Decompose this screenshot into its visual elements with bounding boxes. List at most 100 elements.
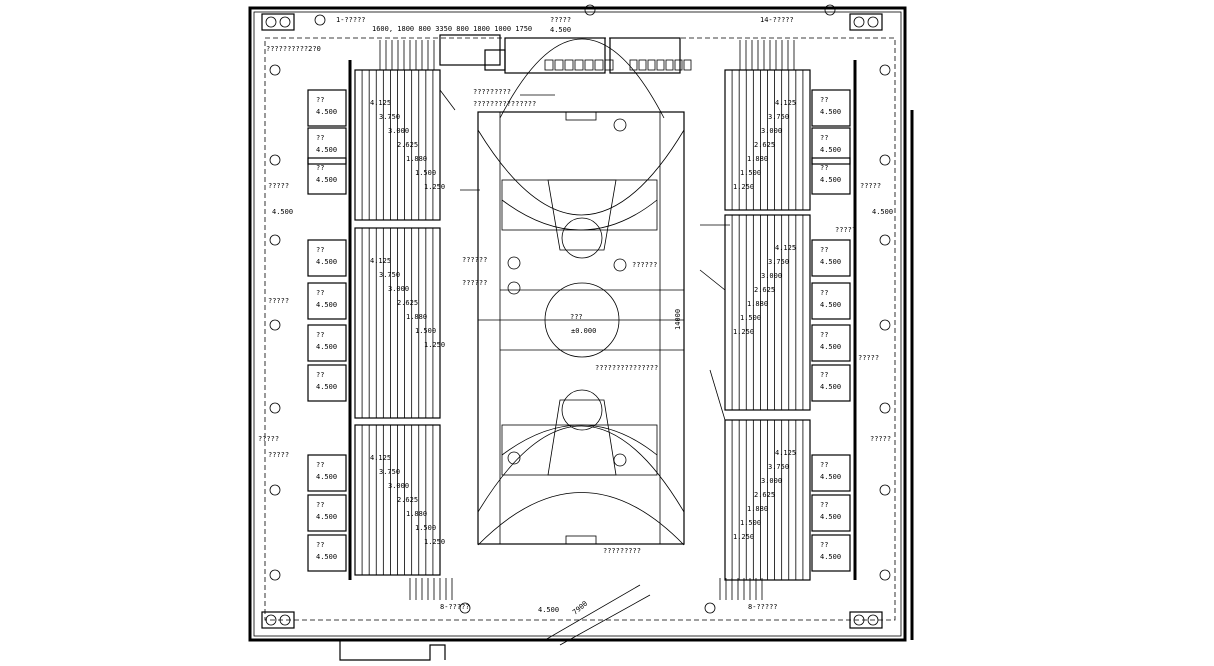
tier-elevation-label: 3.000 <box>761 127 782 135</box>
stair-label-bottom: 8-????? <box>748 603 778 611</box>
room-elevation: 4.500 <box>820 146 841 154</box>
side-room <box>307 534 347 572</box>
toilet-stall <box>647 59 656 71</box>
stair-label-bottom-left: 8-????? <box>440 603 470 611</box>
corner-equipment <box>261 13 295 31</box>
tier-elevation-label: 1.880 <box>747 505 768 513</box>
court-length: 14000 <box>674 309 682 330</box>
room-elevation: 4.500 <box>316 473 337 481</box>
court-label-top2: ??????????????? <box>473 100 536 108</box>
tier-elevation-label: 1.500 <box>740 314 761 322</box>
room-label: ?? <box>820 461 828 469</box>
court-label-mid: ??????????????? <box>595 364 658 372</box>
side-room <box>811 239 851 277</box>
outer-wall <box>248 6 907 642</box>
tier-elevation-label: 1.250 <box>733 533 754 541</box>
room-elevation: 4.500 <box>316 176 337 184</box>
equipment-circle <box>867 16 879 28</box>
tier-elevation-label: 2.625 <box>754 491 775 499</box>
side-label-left-2: ?????? <box>462 279 487 287</box>
side-room <box>811 364 851 402</box>
toilet-stall <box>554 59 564 71</box>
tier-elevation-label: 1.500 <box>415 327 436 335</box>
side-room <box>811 282 851 320</box>
room-label: ?? <box>820 541 828 549</box>
room-elevation: 4.500 <box>820 513 841 521</box>
tier-elevation-label: 2.625 <box>754 141 775 149</box>
toilet-stall <box>683 59 692 71</box>
room-elevation: 4.500 <box>316 343 337 351</box>
tier-elevation-label: 1.250 <box>424 341 445 349</box>
leader-line <box>439 89 456 111</box>
tier-elevation-label: 3.000 <box>388 127 409 135</box>
side-room <box>307 324 347 362</box>
tier-elevation-label: 1.880 <box>406 313 427 321</box>
room-label: ?? <box>820 96 828 104</box>
tier-elevation-label: 1.880 <box>406 155 427 163</box>
right-side-label: ????? <box>870 435 891 443</box>
top-room <box>484 49 506 71</box>
equipment-circle <box>265 614 277 626</box>
room-elevation: 4.500 <box>316 258 337 266</box>
equipment-circle <box>853 614 865 626</box>
side-room <box>811 89 851 127</box>
tier-elevation-label: 3.000 <box>761 477 782 485</box>
room-label: ?? <box>316 134 324 142</box>
column-marker <box>879 234 891 246</box>
leader-line <box>699 269 726 291</box>
room-label: ?? <box>316 96 324 104</box>
top-room <box>609 37 681 74</box>
top-dims: 1600, 1800 800 3350 800 1800 1000 1750 <box>372 25 532 33</box>
tier-elevation-label: 4.125 <box>370 454 391 462</box>
tier-elevation-label: 1.880 <box>747 300 768 308</box>
toilet-stall <box>629 59 638 71</box>
column-marker <box>879 64 891 76</box>
room-elevation: 4.500 <box>316 108 337 116</box>
room-label: ?? <box>316 246 324 254</box>
side-room <box>307 282 347 320</box>
tier-elevation-label: 4.125 <box>370 99 391 107</box>
toilet-stall <box>604 59 614 71</box>
ramp-dim: 7900 <box>571 600 589 617</box>
room-elevation: 4.500 <box>316 513 337 521</box>
toilet-stall <box>584 59 594 71</box>
room-elevation: 4.500 <box>820 258 841 266</box>
equipment-circle <box>867 614 879 626</box>
tier-elevation-label: 1.250 <box>733 328 754 336</box>
equipment-circle <box>265 16 277 28</box>
column-marker <box>459 602 471 614</box>
bottom-elevation: 4.500 <box>538 606 559 614</box>
tier-elevation-label: 3.000 <box>388 285 409 293</box>
ramp-line <box>544 584 641 641</box>
column-marker <box>314 14 326 26</box>
tier-elevation-label: 3.750 <box>379 271 400 279</box>
toilet-stall <box>665 59 674 71</box>
ramp-line <box>559 594 651 646</box>
room-elevation: 4.500 <box>820 176 841 184</box>
tier-elevation-label: 1.880 <box>747 155 768 163</box>
tier-elevation-label: 3.000 <box>761 272 782 280</box>
room-label: ?? <box>316 289 324 297</box>
side-room <box>307 364 347 402</box>
room-elevation: 4.500 <box>316 383 337 391</box>
column-marker <box>269 64 281 76</box>
room-label: ?? <box>820 289 828 297</box>
inner-wall <box>253 11 902 637</box>
leader-line <box>709 369 726 421</box>
side-room <box>811 127 851 165</box>
toilet-stall <box>544 59 554 71</box>
tier-elevation-label: 4.125 <box>775 449 796 457</box>
toilet-stall <box>656 59 665 71</box>
column-marker <box>269 402 281 414</box>
room-label: ?? <box>820 134 828 142</box>
edge-elevation-left: 4.500 <box>272 208 293 216</box>
toilet-stall <box>574 59 584 71</box>
tier-elevation-label: 3.750 <box>768 463 789 471</box>
column-marker <box>269 154 281 166</box>
tier-elevation-label: 2.625 <box>397 141 418 149</box>
toilet-stall <box>674 59 683 71</box>
room-elevation: 4.500 <box>316 146 337 154</box>
tier-elevation-label: 2.625 <box>397 299 418 307</box>
side-room <box>307 454 347 492</box>
